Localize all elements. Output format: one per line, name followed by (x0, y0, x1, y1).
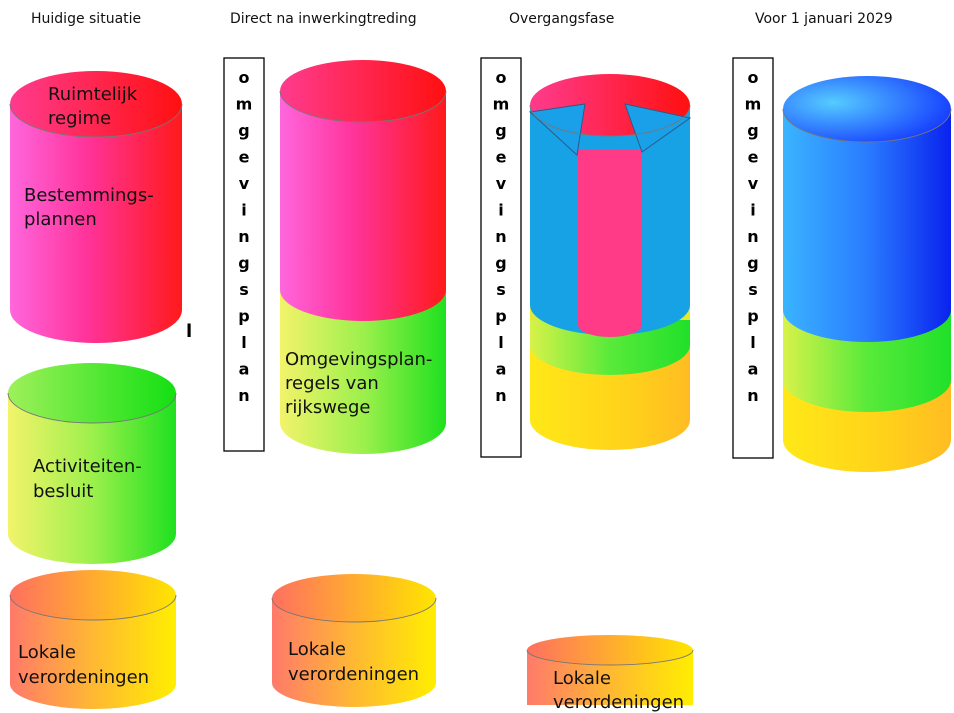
vertical-letter: n (495, 386, 506, 405)
label-lokale-1: Lokale (18, 642, 76, 663)
cylinder-activiteitenbesluit (7, 363, 177, 564)
vertical-letter: l (241, 333, 246, 352)
column-title-direct: Direct na inwerkingtreding (230, 11, 417, 27)
cylinder-lokale-verordeningen-2 (271, 574, 437, 707)
vertical-letter: n (495, 227, 506, 246)
vertical-letter: g (747, 121, 758, 140)
vertical-letter: a (239, 360, 250, 379)
vertical-letter: v (239, 174, 250, 193)
label-activiteiten: Activiteiten- (33, 456, 142, 477)
cylinder-lokale-verordeningen-1 (9, 570, 177, 709)
vertical-letter: p (495, 307, 506, 326)
vertical-letter: g (238, 121, 249, 140)
cylinder-lokale-verordeningen-3 (526, 635, 694, 705)
vertical-letter: a (496, 360, 507, 379)
label-plannen: plannen (24, 209, 97, 230)
label-omgevingsplanregels: Omgevingsplan- (285, 349, 432, 370)
vertical-letter: p (747, 307, 758, 326)
cylinder-omgevingsplan-2 (279, 60, 447, 454)
label-ruimtelijk: Ruimtelijk (48, 84, 138, 105)
vertical-letter: n (238, 227, 249, 246)
vertical-letter: s (496, 280, 506, 299)
vertical-letter: e (496, 148, 507, 167)
vertical-letter: s (239, 280, 249, 299)
vertical-letter: e (748, 148, 759, 167)
label-besluit: besluit (33, 481, 93, 502)
label-regels-van: regels van (285, 373, 379, 394)
stray-mark: l (186, 321, 192, 342)
vertical-letter: g (495, 121, 506, 140)
vertical-letter: g (495, 254, 506, 273)
vertical-letter: o (748, 68, 759, 87)
vertical-letter: v (748, 174, 759, 193)
vertical-letter: v (496, 174, 507, 193)
label-rijkswege: rijkswege (285, 397, 371, 418)
column-title-2029: Voor 1 januari 2029 (755, 11, 893, 27)
vertical-letter: m (745, 95, 762, 114)
label-regime: regime (48, 108, 111, 129)
vertical-letter: a (748, 360, 759, 379)
vertical-letter: s (748, 280, 758, 299)
cylinder-omgevingsplan-4 (782, 76, 952, 472)
vertical-letter: o (239, 68, 250, 87)
column-title-huidige: Huidige situatie (31, 11, 141, 27)
label-lokale-3: Lokale (553, 668, 611, 689)
cylinder-ruimtelijk-regime (9, 71, 183, 343)
vertical-letter: l (498, 333, 503, 352)
vertical-letter: n (747, 227, 758, 246)
vertical-letter: p (238, 307, 249, 326)
vertical-letter: e (239, 148, 250, 167)
label-lokale-2: Lokale (288, 639, 346, 660)
vertical-letter: n (747, 386, 758, 405)
vertical-letter: g (747, 254, 758, 273)
vertical-letter: n (238, 386, 249, 405)
column-title-overgangsfase: Overgangsfase (509, 11, 614, 27)
label-bestemmings: Bestemmings- (24, 185, 154, 206)
vertical-letter: i (241, 201, 246, 220)
vertical-letter: o (496, 68, 507, 87)
vertical-letter: g (238, 254, 249, 273)
vertical-letter: i (498, 201, 503, 220)
vertical-letter: m (236, 95, 253, 114)
cylinder-omgevingsplan-3 (528, 74, 692, 450)
label-verordeningen-3: verordeningen (553, 692, 684, 713)
label-verordeningen-1: verordeningen (18, 667, 149, 688)
label-verordeningen-2: verordeningen (288, 664, 419, 685)
vertical-letter: l (750, 333, 755, 352)
vertical-letter: i (750, 201, 755, 220)
vertical-letter: m (493, 95, 510, 114)
